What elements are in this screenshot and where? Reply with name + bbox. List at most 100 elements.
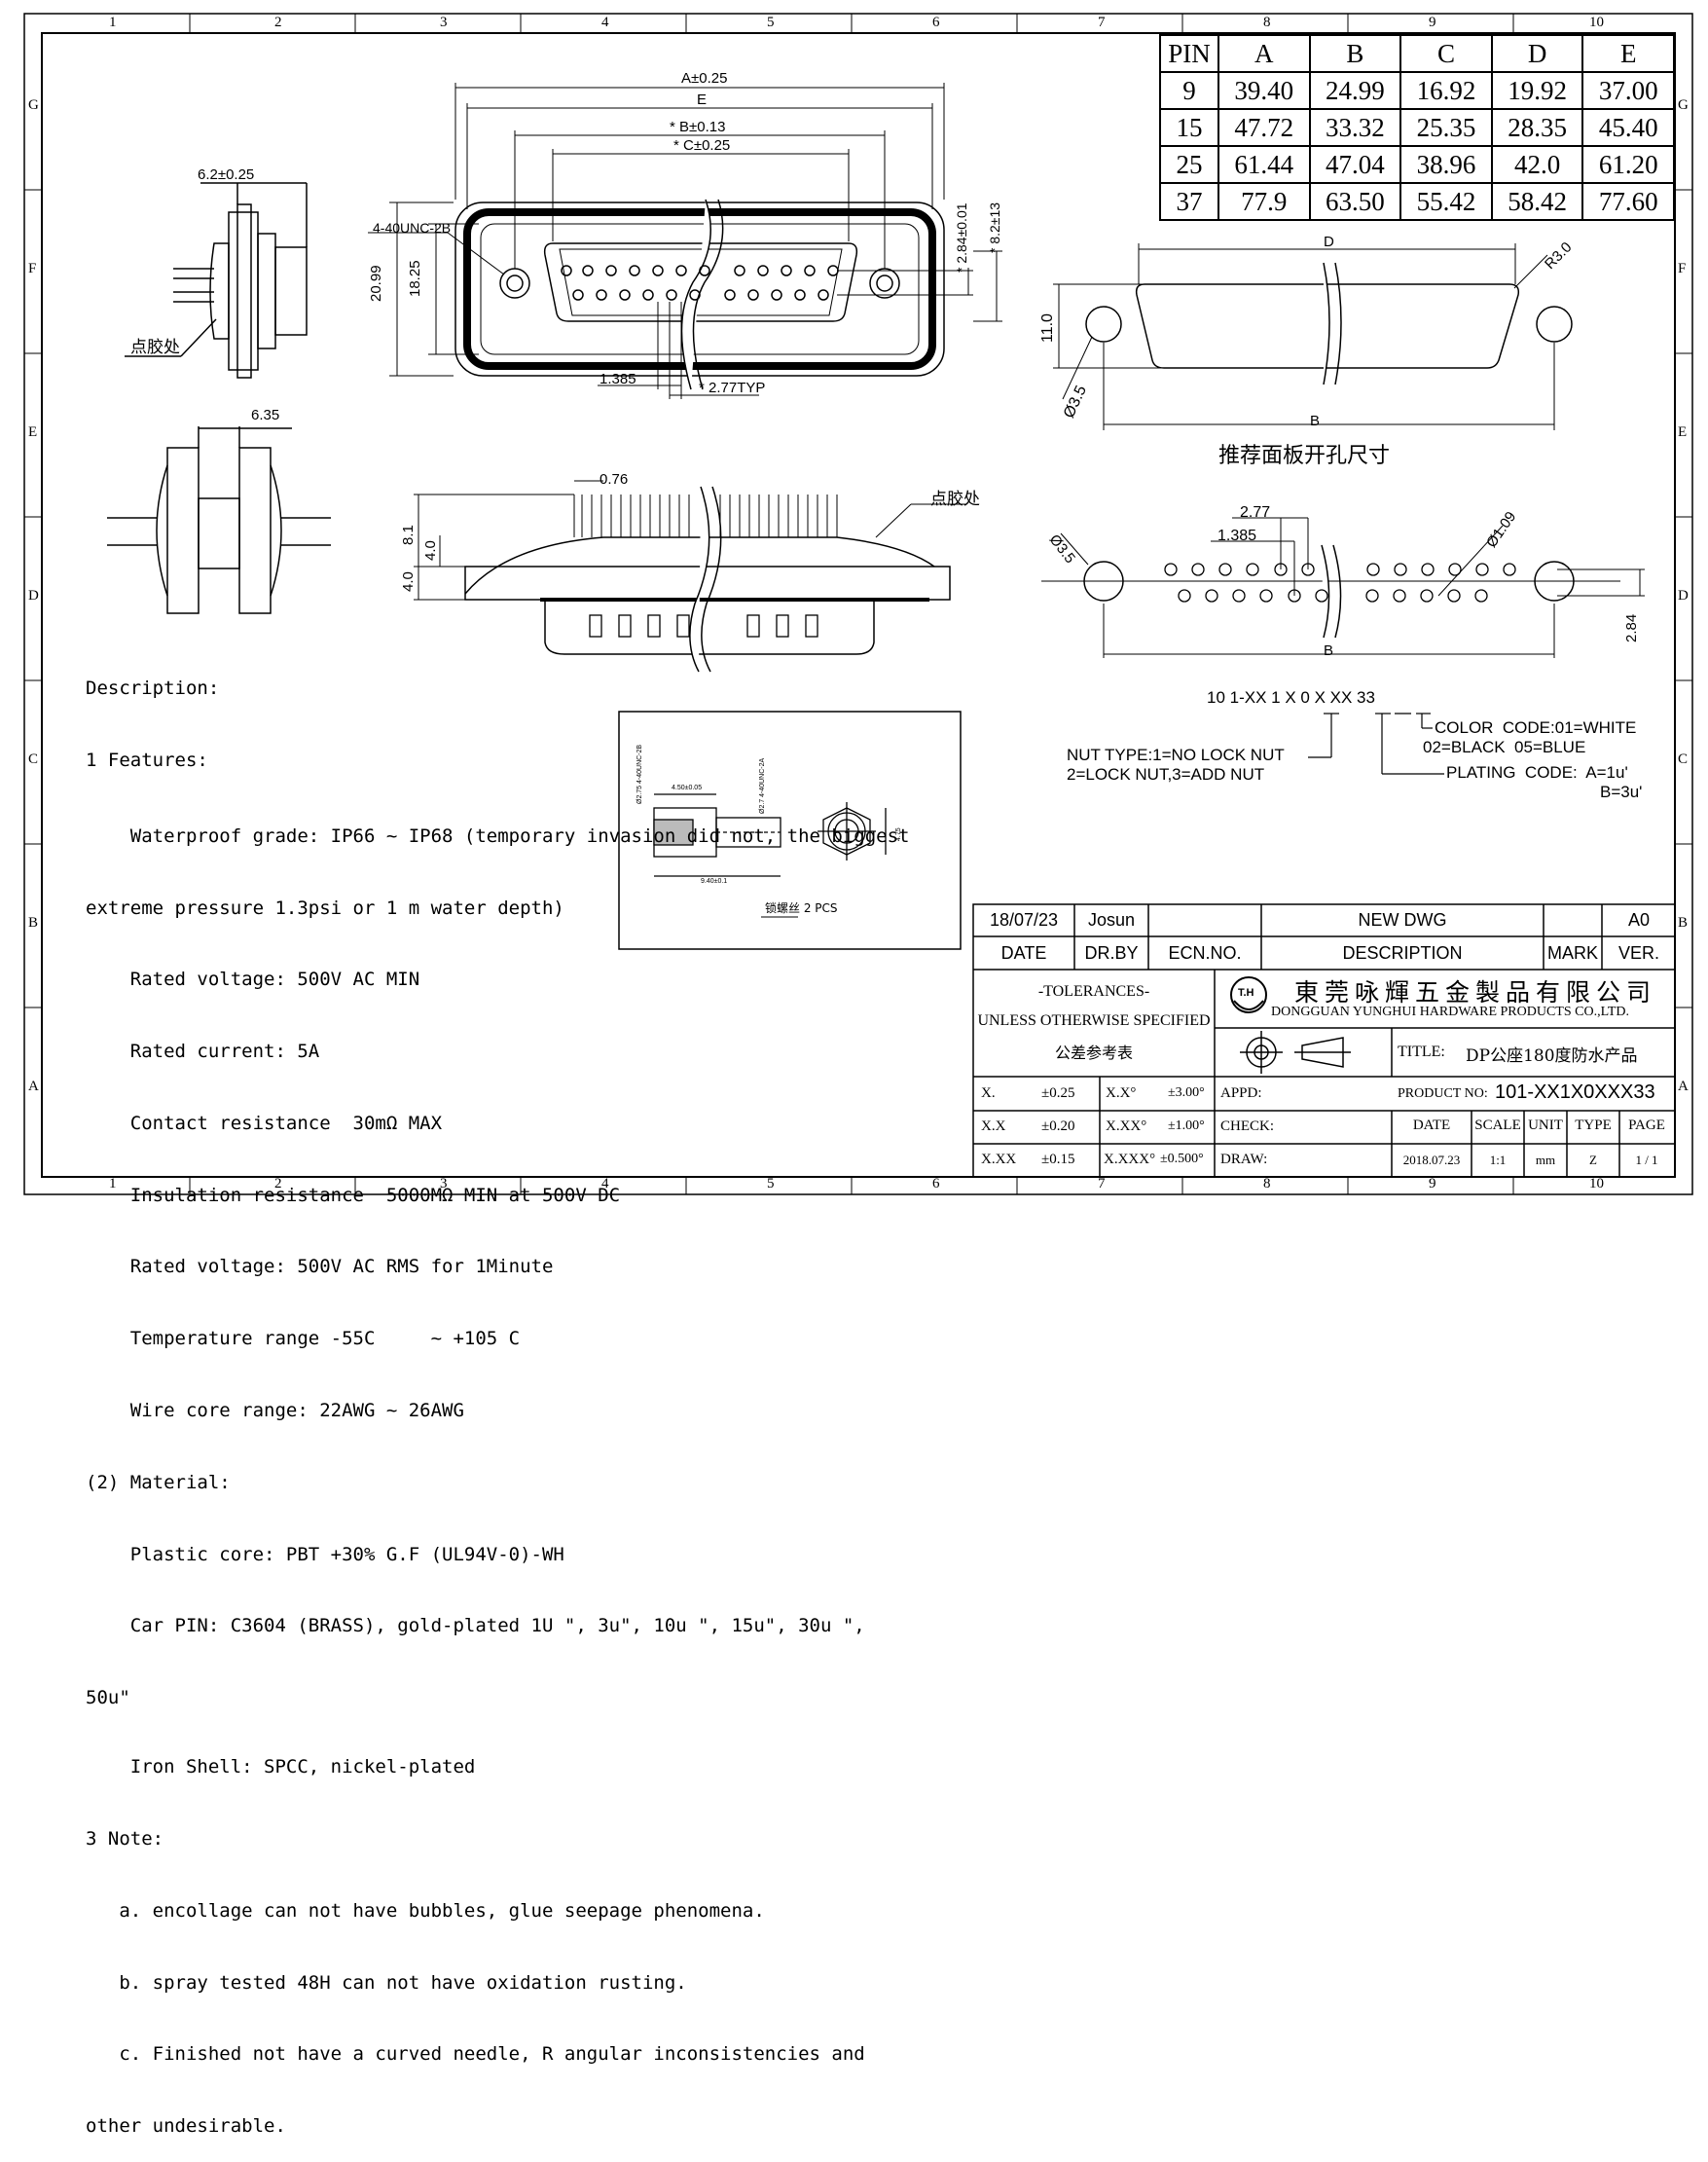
cutout-title: 推荐面板开孔尺寸 — [1218, 444, 1391, 468]
table-cell: 25 — [1159, 145, 1219, 184]
grid-col-10: 10 — [1589, 15, 1604, 30]
grid-col-1-bottom: 1 — [109, 1176, 117, 1191]
grid-row-c: C — [28, 751, 39, 767]
tb-draw-label: DRAW: — [1220, 1152, 1268, 1167]
desc-line: Car PIN: C3604 (BRASS), gold-plated 1U "… — [86, 1615, 865, 1637]
tol-a2: X.XX° — [1106, 1118, 1147, 1134]
desc-line: b. spray tested 48H can not have oxidati… — [86, 1971, 687, 1994]
dim-1-385: 1.385 — [600, 371, 636, 387]
desc-line: Rated voltage: 500V AC MIN — [86, 969, 420, 991]
front-view — [454, 199, 945, 390]
dim-8-1: 8.1 — [400, 525, 417, 545]
tb-type-header: TYPE — [1575, 1118, 1612, 1133]
dim-6-35: 6.35 — [251, 407, 280, 423]
grid-row-g-right: G — [1678, 97, 1689, 113]
grid-col-2: 2 — [274, 15, 282, 30]
desc-line: Rated voltage: 500V AC RMS for 1Minute — [86, 1256, 554, 1278]
grid-col-8: 8 — [1263, 15, 1271, 30]
grid-col-9-bottom: 9 — [1429, 1176, 1436, 1191]
desc-line: a. encollage can not have bubbles, glue … — [86, 1899, 765, 1922]
tol-av3: ±0.500° — [1160, 1152, 1204, 1166]
tb-title-label: TITLE: — [1398, 1044, 1445, 1060]
inset-dim-2: 9.40±0.1 — [701, 878, 728, 885]
part-code: 10 1-XX 1 X 0 X XX 33 — [1207, 688, 1375, 707]
table-cell: 19.92 — [1490, 71, 1584, 110]
table-cell: 77.60 — [1581, 182, 1675, 221]
tb-date-header: DATE — [1000, 943, 1047, 963]
inner-frame — [41, 32, 1676, 1178]
dim-6-2: 6.2±0.25 — [198, 166, 255, 183]
grid-row-e-right: E — [1678, 424, 1688, 440]
tol-av1: ±3.00° — [1168, 1085, 1205, 1100]
company-logo — [1230, 976, 1267, 1013]
color-code-2: 02=BLACK 05=BLUE — [1423, 738, 1586, 756]
table-cell: 39.40 — [1217, 71, 1311, 110]
zone-ticks — [24, 14, 1692, 1194]
cut-dim-b: B — [1310, 413, 1321, 429]
desc-line: Plastic core: PBT +30% G.F (UL94V-0)-WH — [86, 1543, 564, 1565]
table-cell: 58.42 — [1490, 182, 1584, 221]
dim-8-2: * 8.2±13 — [987, 202, 1002, 253]
inset-box — [618, 711, 962, 950]
tb-description-header: DESCRIPTION — [1342, 943, 1463, 963]
tb-ecn-header: ECN.NO. — [1168, 943, 1242, 963]
table-cell: 47.72 — [1217, 108, 1311, 147]
desc-line: Waterproof grade: IP66 ~ IP68 (temporary… — [86, 824, 910, 847]
tb-date-value: 18/07/23 — [989, 910, 1059, 930]
grid-row-c-right: C — [1678, 751, 1689, 767]
code-leaders — [1308, 713, 1444, 775]
table-header: C — [1399, 34, 1493, 73]
table-row: 9 39.40 24.99 16.92 19.92 37.00 — [1159, 71, 1675, 110]
dim-0-76: 0.76 — [600, 471, 629, 488]
table-cell: 55.42 — [1399, 182, 1493, 221]
desc-line: Contact resistance 30mΩ MAX — [86, 1112, 443, 1134]
desc-line: Description: — [86, 678, 220, 700]
desc-line: 1 Features: — [86, 749, 208, 771]
table-cell: 37 — [1159, 182, 1219, 221]
drawing-sheet: { "grid": { "cols": ["1","2","3","4","5"… — [23, 13, 1693, 2138]
tb-unit-header: UNIT — [1528, 1118, 1563, 1133]
grid-col-5: 5 — [767, 15, 775, 30]
table-row: 15 47.72 33.32 25.35 28.35 45.40 — [1159, 108, 1675, 147]
dim-2-84: * 2.84±0.01 — [954, 202, 969, 273]
table-cell: 24.99 — [1308, 71, 1402, 110]
table-cell: 61.20 — [1581, 145, 1675, 184]
grid-col-5-bottom: 5 — [767, 1176, 775, 1191]
dim-e: E — [697, 92, 708, 108]
tb-unit-value: mm — [1535, 1153, 1556, 1167]
tb-tolerances-note: UNLESS OTHERWISE SPECIFIED — [977, 1012, 1211, 1029]
grid-col-3: 3 — [440, 15, 448, 30]
tol-a1: X.X° — [1106, 1085, 1137, 1101]
pcb-dim-1-385: 1.385 — [1217, 528, 1257, 544]
tol-x1: X. — [981, 1085, 996, 1101]
table-cell: 28.35 — [1490, 108, 1584, 147]
grid-col-2-bottom: 2 — [274, 1176, 282, 1191]
tb-scale-value: 1:1 — [1489, 1153, 1507, 1167]
tol-av2: ±1.00° — [1168, 1118, 1205, 1133]
inset-caption: 锁螺丝 2 PCS — [765, 901, 838, 915]
tb-date2-header: DATE — [1412, 1118, 1451, 1133]
grid-row-d-right: D — [1678, 588, 1689, 604]
table-cell: 47.04 — [1308, 145, 1402, 184]
desc-line: c. Finished not have a curved needle, R … — [86, 2043, 865, 2066]
table-cell: 61.44 — [1217, 145, 1311, 184]
cut-dim-11: 11.0 — [1039, 313, 1056, 343]
tb-product-value: 101-XX1X0XXX33 — [1495, 1081, 1655, 1103]
tol-x3: X.XX — [981, 1152, 1017, 1167]
tb-description-value: NEW DWG — [1358, 910, 1447, 930]
table-cell: 33.32 — [1308, 108, 1402, 147]
grid-row-e: E — [28, 424, 38, 440]
color-code-1: COLOR CODE:01=WHITE — [1435, 718, 1637, 737]
side-view-top — [125, 182, 308, 379]
plating-code-1: PLATING CODE: A=1u' — [1446, 763, 1628, 782]
table-cell: 63.50 — [1308, 182, 1402, 221]
desc-line: (2) Material: — [86, 1471, 231, 1493]
table-cell: 37.00 — [1581, 71, 1675, 110]
dim-b: * B±0.13 — [670, 119, 726, 135]
tb-check-label: CHECK: — [1220, 1118, 1275, 1134]
screw-drawing — [653, 793, 887, 877]
desc-line: Iron Shell: SPCC, nickel-plated — [86, 1756, 476, 1778]
desc-line: Temperature range -55C ~ +105 C — [86, 1328, 521, 1350]
pcb-dim-2-77: 2.77 — [1240, 504, 1271, 521]
grid-col-8-bottom: 8 — [1263, 1176, 1271, 1191]
